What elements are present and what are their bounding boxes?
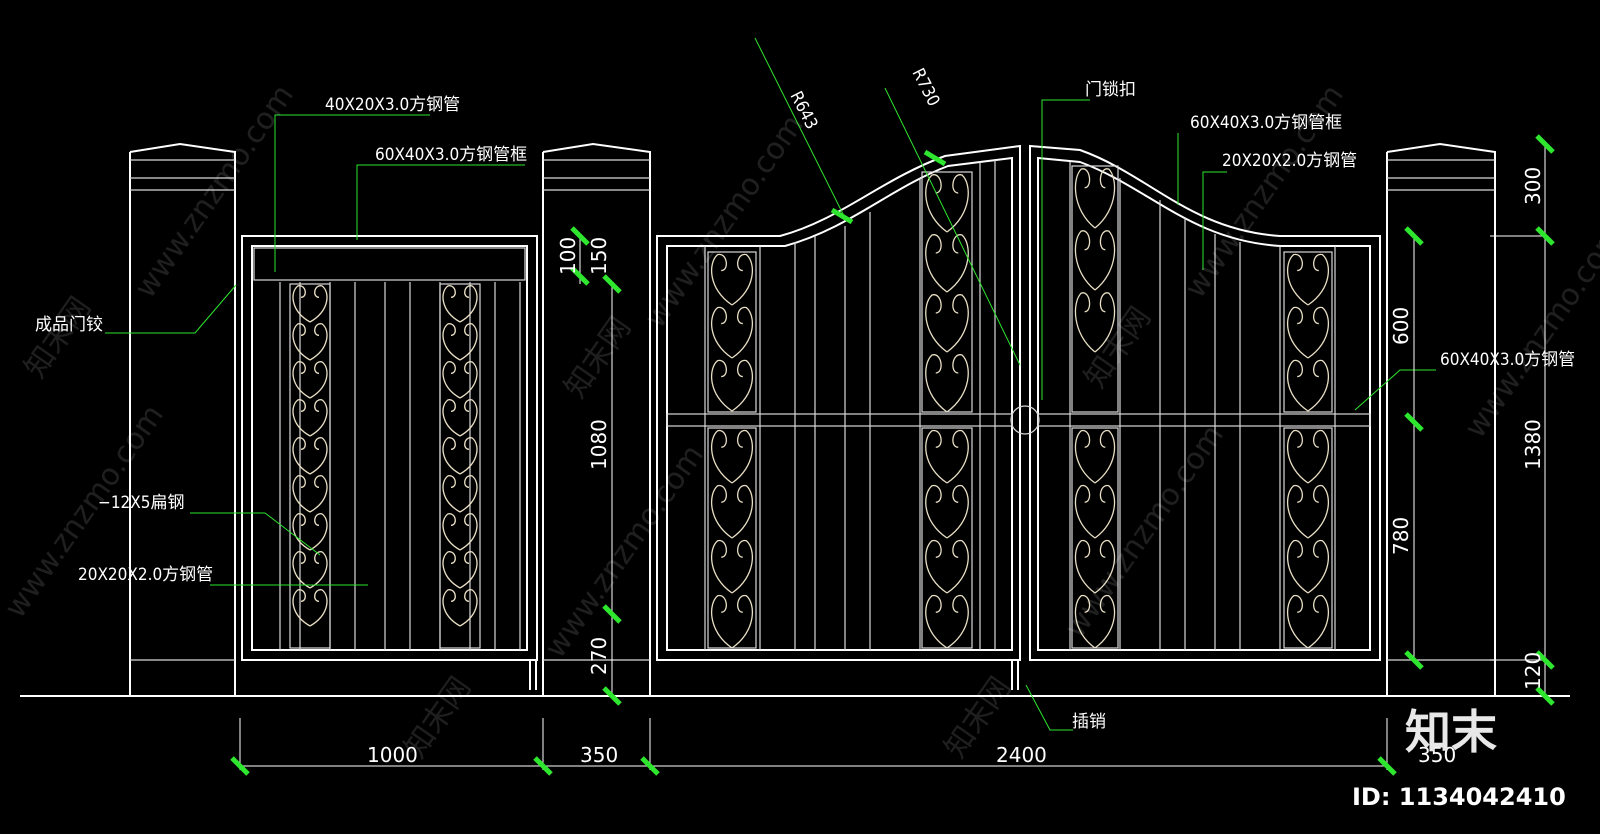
label-radius-730: R730 [908, 65, 944, 110]
svg-text:知末网: 知末网 [398, 671, 478, 765]
label-bolt: 插销 [1072, 712, 1106, 732]
label-tube-20x20-right: 20X20X2.0方钢管 [1222, 151, 1357, 171]
label-lock: 门锁扣 [1085, 80, 1136, 100]
pedestrian-gate [241, 235, 538, 690]
leader-lines [105, 37, 1436, 731]
svg-text:知末网: 知末网 [18, 291, 98, 385]
svg-text:www.znzmo.com: www.znzmo.com [638, 108, 811, 334]
ornament-column [289, 283, 331, 649]
dimension-ticks [230, 134, 1555, 776]
main-double-gate [656, 144, 1381, 690]
ornament-column [921, 171, 973, 649]
ornament-column [1283, 251, 1333, 649]
label-tube-60x40: 60X40X3.0方钢管 [1440, 350, 1575, 370]
watermark: 知末网 www.znzmo.com www.znzmo.com 知末网 www.… [0, 78, 1600, 764]
label-tube-40x20: 40X20X3.0方钢管 [325, 95, 460, 115]
pillar-3 [1386, 142, 1496, 696]
dim-100: 100 [556, 237, 580, 275]
dim-1380: 1380 [1521, 419, 1545, 470]
svg-text:www.znzmo.com: www.znzmo.com [1058, 418, 1231, 644]
label-tube-20x20-left: 20X20X2.0方钢管 [78, 565, 213, 585]
pillar-1 [129, 142, 236, 696]
dim-150: 150 [587, 237, 611, 275]
svg-text:知末网: 知末网 [558, 311, 638, 405]
dim-780: 780 [1389, 517, 1413, 555]
brand-logo: 知末 [1405, 705, 1497, 759]
ornament-column [439, 283, 481, 649]
label-flat-steel: −12X5扁钢 [98, 493, 184, 513]
label-frame-60x40-left: 60X40X3.0方钢管框 [375, 145, 527, 165]
ornament-column [707, 251, 757, 649]
dimension-lines [239, 144, 1548, 770]
ornament-column [1071, 165, 1119, 649]
dim-600: 600 [1389, 307, 1413, 345]
pillar-2 [542, 142, 651, 696]
label-hinge: 成品门铰 [35, 315, 103, 335]
svg-text:www.znzmo.com: www.znzmo.com [1458, 218, 1600, 444]
dim-270: 270 [587, 637, 611, 675]
dim-300: 300 [1521, 167, 1545, 205]
width-1000: 1000 [367, 743, 418, 767]
id-text: ID: 1134042410 [1352, 783, 1566, 811]
width-2400: 2400 [996, 743, 1047, 767]
dim-120: 120 [1521, 652, 1545, 690]
width-350-right: 350 [1418, 743, 1456, 767]
svg-text:www.znzmo.com: www.znzmo.com [538, 438, 711, 664]
width-350-left: 350 [580, 743, 618, 767]
label-frame-60x40-right: 60X40X3.0方钢管框 [1190, 113, 1342, 133]
dim-1080: 1080 [587, 419, 611, 470]
